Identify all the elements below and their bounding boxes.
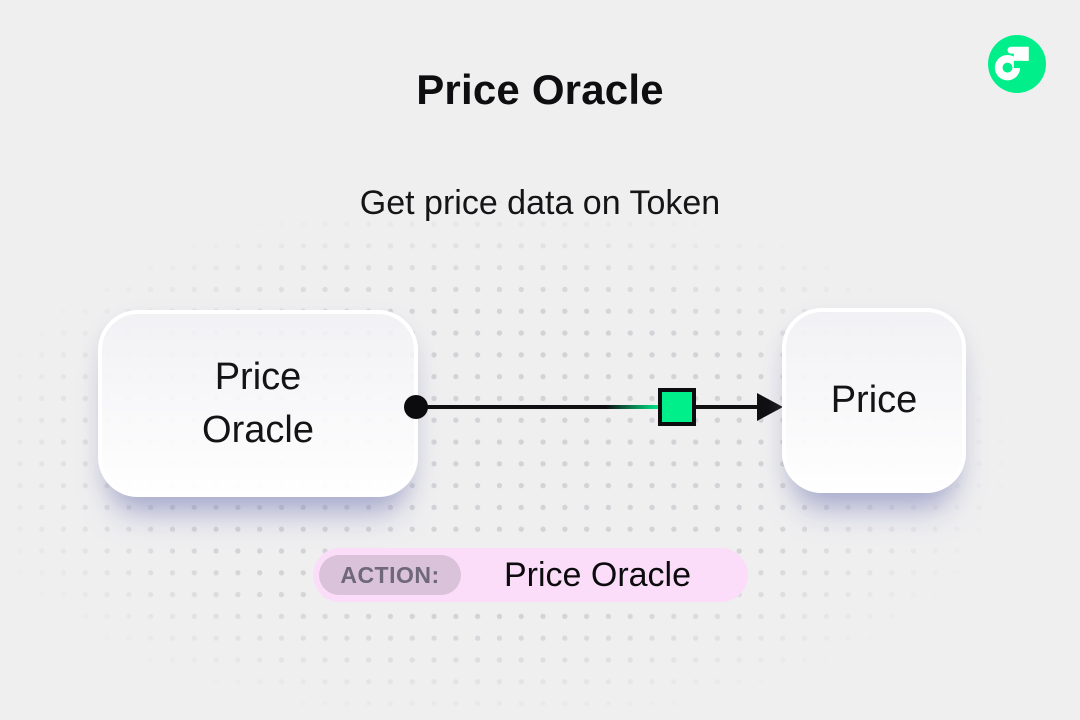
connector-marker-square[interactable] [658, 388, 696, 426]
connector-start-dot [404, 395, 428, 419]
node-price-oracle[interactable]: Price Oracle [98, 310, 418, 497]
node-label: Price Oracle [202, 356, 314, 451]
arrowhead-icon [757, 393, 783, 421]
node-label: Price [830, 379, 918, 422]
page-subtitle: Get price data on Token [359, 184, 721, 222]
action-badge: ACTION: [319, 555, 461, 595]
action-value: Price Oracle [503, 555, 692, 594]
node-price[interactable]: Price [782, 308, 966, 493]
action-pill: ACTION: Price Oracle [313, 548, 748, 602]
connector-line [416, 405, 760, 409]
page-title: Price Oracle [416, 66, 664, 113]
flow-logo-icon [988, 35, 1046, 93]
connector-line-gradient [606, 405, 660, 409]
